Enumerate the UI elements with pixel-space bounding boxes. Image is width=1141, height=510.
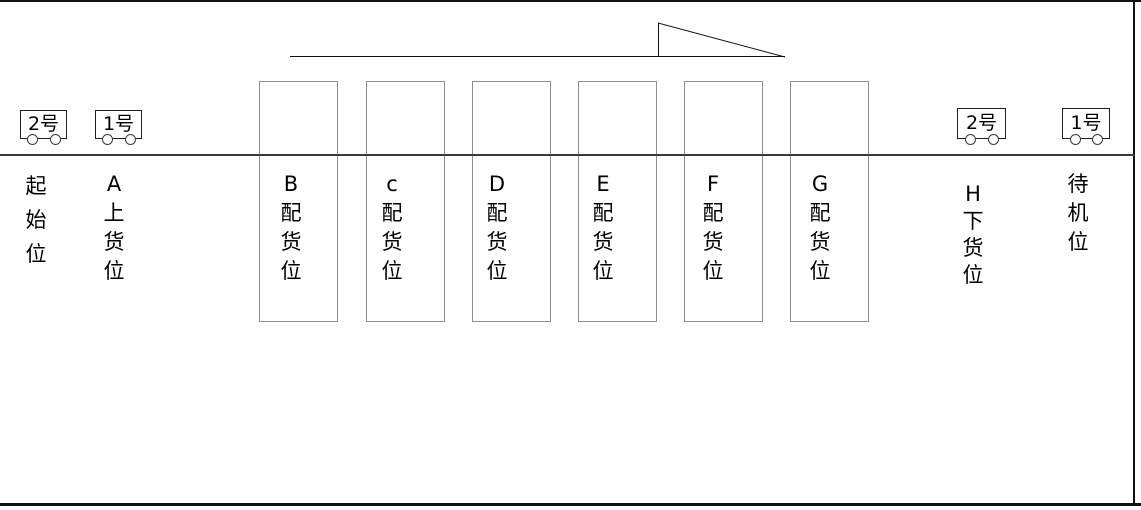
rail-line	[0, 154, 1135, 156]
cart-wheel-icon	[965, 134, 976, 145]
cart-label: 1号	[1070, 112, 1102, 134]
cart-wheel-icon	[1070, 134, 1081, 145]
cart-wheel-icon	[102, 134, 113, 145]
station-label-B-pick: B 配 货 位	[280, 172, 302, 283]
cart-2-left: 2号	[20, 110, 67, 145]
flag-pole	[658, 23, 659, 57]
flag-baseline	[290, 56, 785, 57]
frame-bottom-border	[0, 503, 1141, 506]
cart-label: 2号	[27, 113, 60, 135]
station-label-H-unload: H 下 货 位	[962, 182, 984, 287]
station-label-c-pick: c 配 货 位	[381, 172, 403, 283]
station-box-D	[472, 81, 551, 322]
station-box-E	[578, 81, 657, 322]
frame-right-border	[1133, 0, 1135, 506]
cart-wheel-icon	[27, 134, 38, 145]
cart-wheel-icon	[1092, 134, 1103, 145]
frame-top-border	[0, 0, 1141, 2]
station-label-standby: 待 机 位	[1067, 172, 1089, 254]
station-box-B	[259, 81, 338, 322]
station-label-G-pick: G 配 货 位	[809, 172, 831, 283]
cart-wheel-icon	[988, 134, 999, 145]
cart-wheel-icon	[125, 134, 136, 145]
station-label-D-pick: D 配 货 位	[486, 172, 508, 283]
cart-wheel-icon	[50, 134, 61, 145]
station-label-E-pick: E 配 货 位	[592, 172, 614, 283]
flag-triangle-icon	[658, 22, 786, 58]
cart-label: 2号	[965, 112, 998, 134]
cart-1-right: 1号	[1062, 108, 1110, 145]
cart-2-right: 2号	[957, 108, 1006, 145]
cart-label: 1号	[102, 113, 135, 135]
station-label-F-pick: F 配 货 位	[702, 172, 724, 283]
station-box-c	[366, 81, 445, 322]
station-box-F	[684, 81, 763, 322]
station-label-A-load: A 上 货 位	[103, 172, 125, 283]
station-box-G	[790, 81, 869, 322]
cart-1-left: 1号	[95, 110, 142, 145]
station-label-start: 起 始 位	[25, 174, 47, 266]
